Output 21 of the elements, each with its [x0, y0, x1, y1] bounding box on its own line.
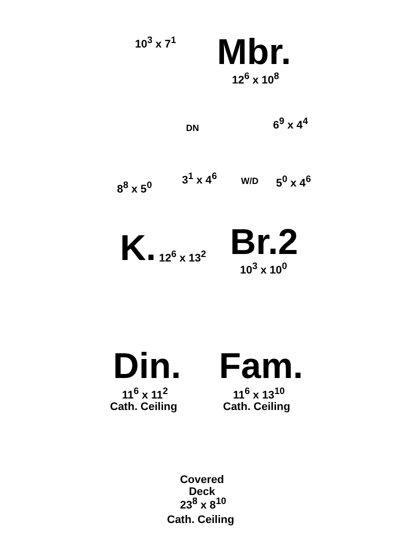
dimension-text: 10$^{3}$ x 10$^{0}$ [240, 262, 288, 278]
dimension-text: 5$^{0}$ x 4$^{6}$ [276, 175, 311, 190]
stair-label: DN [186, 124, 199, 134]
dimension-text: 10$^{3}$ x 7$^{1}$ [135, 36, 176, 52]
dimension-text: 3$^{1}$ x 4$^{6}$ [182, 172, 217, 188]
dimension-text: 6$^{9}$ x 4$^{4}$ [273, 117, 308, 132]
room-name: Fam. [219, 350, 304, 382]
dimension-text: 11$^{6}$ x 11$^{2}$ [122, 387, 168, 402]
room-name: Br.2 [230, 226, 298, 258]
note-text: Cath. Ceiling [167, 515, 234, 527]
note-text: Cath. Ceiling [110, 402, 178, 414]
dimension-text: 23$^{8}$ x 8$^{10}$ [180, 497, 226, 512]
room-name: W/D [241, 177, 258, 186]
dimension-text: 12$^{6}$ x 10$^{8}$ [232, 72, 280, 88]
dimension-text: 12$^{6}$ x 13$^{2}$ [159, 250, 206, 266]
note-text: Cath. Ceiling [223, 402, 290, 414]
room-name: Mbr. [217, 36, 292, 68]
dimension-text: 8$^{8}$ x 5$^{0}$ [117, 181, 152, 196]
room-name: K. [120, 232, 156, 264]
dimension-text: 11$^{6}$ x 13$^{10}$ [233, 387, 285, 402]
room-name: Din. [113, 350, 181, 382]
